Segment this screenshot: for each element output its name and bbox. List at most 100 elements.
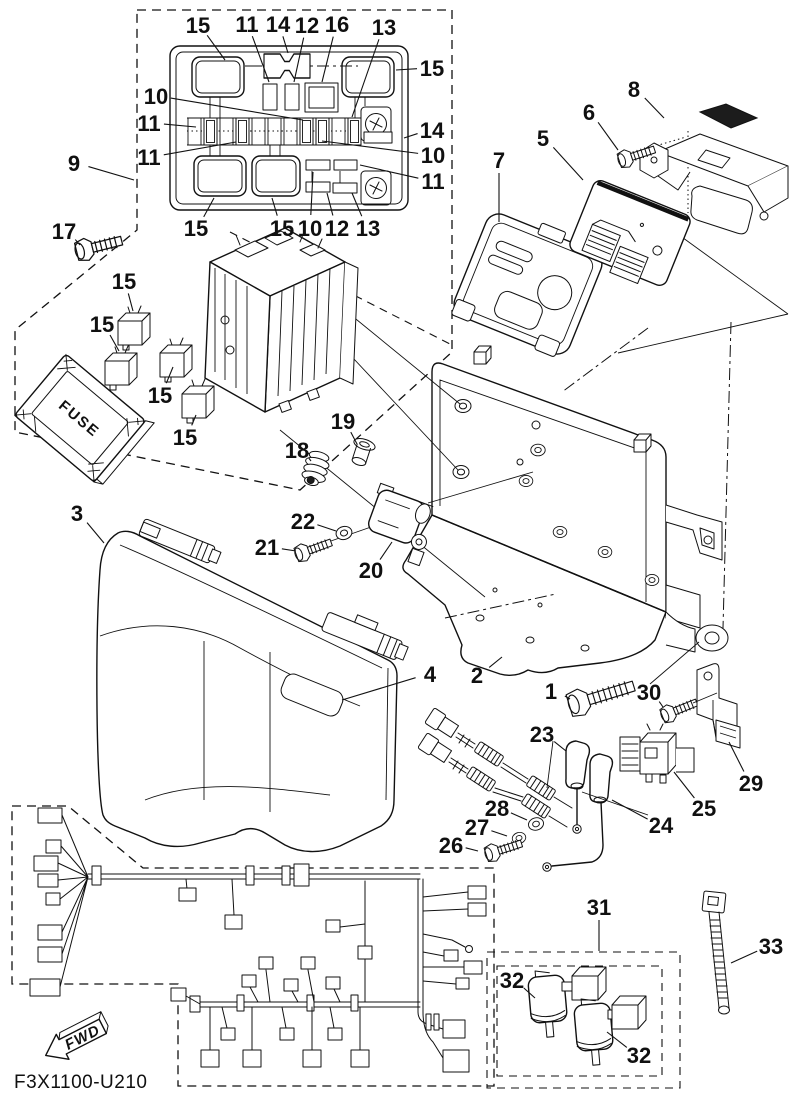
fuse-cover: FUSE: [14, 353, 155, 485]
callout-leader-14: [403, 133, 418, 139]
callout-16: 16: [325, 12, 349, 37]
callout-leader-15: [127, 293, 134, 312]
callout-6: 6: [583, 100, 595, 125]
harness-right-trunk: [417, 878, 424, 1013]
collar-19: [351, 438, 376, 466]
relay-socket: [193, 155, 247, 197]
callout-17: 17: [52, 219, 76, 244]
ecu-bracket-8: [639, 103, 789, 235]
callout-15: 15: [90, 312, 114, 337]
tray-hook-hole: [703, 535, 713, 545]
relay-15: [104, 345, 138, 391]
callout-30: 30: [637, 680, 661, 705]
fuse-slot: [333, 159, 358, 171]
callout-leader-6: [597, 122, 619, 151]
callout-leader-15: [165, 366, 174, 384]
callout-9: 9: [68, 151, 80, 176]
callout-leader-17: [74, 239, 81, 246]
callout-leader-11: [163, 123, 197, 128]
callout-3: 3: [71, 501, 83, 526]
bracket-plate-29: [696, 663, 741, 749]
callout-11: 11: [137, 145, 160, 170]
callout-leader-30: [658, 701, 664, 708]
fuse-holder-16: [304, 82, 339, 113]
callout-2: 2: [471, 663, 483, 688]
callout-21: 21: [255, 535, 279, 560]
relay-socket: [341, 56, 395, 98]
callout-10: 10: [298, 216, 322, 241]
harness-connectors-left: [29, 807, 63, 997]
callout-31: 31: [587, 895, 611, 920]
spare-fuse-b: [572, 995, 647, 1068]
cover-connector: [138, 518, 222, 564]
callout-leader-11: [163, 141, 237, 156]
fwd-arrow: FWD: [45, 1011, 109, 1060]
callout-leader-24: [611, 799, 648, 820]
callout-15: 15: [184, 216, 208, 241]
electrical-tray: [402, 345, 729, 677]
callout-leader-32: [523, 987, 536, 999]
callout-leader-13: [351, 192, 363, 217]
callout-leader-15: [206, 34, 226, 61]
screw-30: [657, 693, 701, 726]
wire-harness: [29, 807, 487, 1073]
fuse-slot: [305, 159, 331, 171]
callout-28: 28: [485, 796, 509, 821]
callout-leader-15: [191, 414, 197, 426]
relay-15: [181, 378, 215, 424]
callout-14: 14: [420, 118, 445, 143]
callout-leader-10: [321, 140, 419, 154]
callout-14: 14: [266, 12, 291, 37]
rubber-boot-23a: [565, 740, 591, 790]
ecu-unit-5: [569, 180, 691, 286]
callout-leader-29: [728, 741, 745, 772]
fuse-row: [187, 117, 362, 146]
callout-leader-21: [281, 548, 297, 552]
callout-15: 15: [148, 383, 172, 408]
rubber-boot-23b: [589, 753, 614, 804]
callout-leader-10: [310, 171, 314, 216]
callout-leader-15: [395, 68, 418, 71]
callout-15: 15: [186, 13, 210, 38]
callout-23: 23: [530, 722, 554, 747]
callout-leader-14: [282, 36, 289, 54]
callout-20: 20: [359, 558, 383, 583]
tray-boss: [695, 624, 729, 652]
callout-leader-1: [564, 695, 571, 700]
callout-leader-13: [351, 39, 380, 118]
fuse-slot: [332, 182, 358, 194]
callout-leader-25: [673, 771, 695, 799]
spare-fuse-a: [526, 966, 607, 1040]
callout-12: 12: [295, 13, 319, 38]
callout-leader-15: [203, 197, 215, 218]
callout-15: 15: [173, 425, 197, 450]
callout-11: 11: [137, 111, 160, 136]
relay-socket: [191, 56, 245, 98]
callout-leader-15: [271, 197, 278, 216]
callout-leader-32: [606, 1031, 628, 1048]
callout-leader-5: [552, 147, 584, 181]
ecu-cushion-7: [451, 213, 603, 357]
relay-socket: [251, 155, 301, 197]
fuse-slot: [284, 83, 300, 111]
callout-leader-33: [730, 950, 758, 964]
relay-15: [159, 337, 193, 383]
callout-10: 10: [421, 143, 445, 168]
callout-leader-10: [170, 97, 304, 121]
equipment-cover: [96, 518, 409, 853]
bolt-1: [564, 672, 639, 720]
callout-26: 26: [439, 833, 463, 858]
callout-32: 32: [500, 968, 524, 993]
part-code: F3X1100-U210: [14, 1072, 147, 1093]
washer-28: [526, 815, 546, 833]
callout-leader-3: [86, 522, 105, 544]
callout-15: 15: [112, 269, 136, 294]
lead-wires-24: [542, 787, 604, 872]
fuse-slot: [305, 181, 331, 193]
callout-24: 24: [649, 813, 674, 838]
callout-11: 11: [235, 12, 258, 37]
spare-fuse-inner-outline: [496, 965, 663, 1077]
fuse-box-assembly: [204, 227, 359, 413]
